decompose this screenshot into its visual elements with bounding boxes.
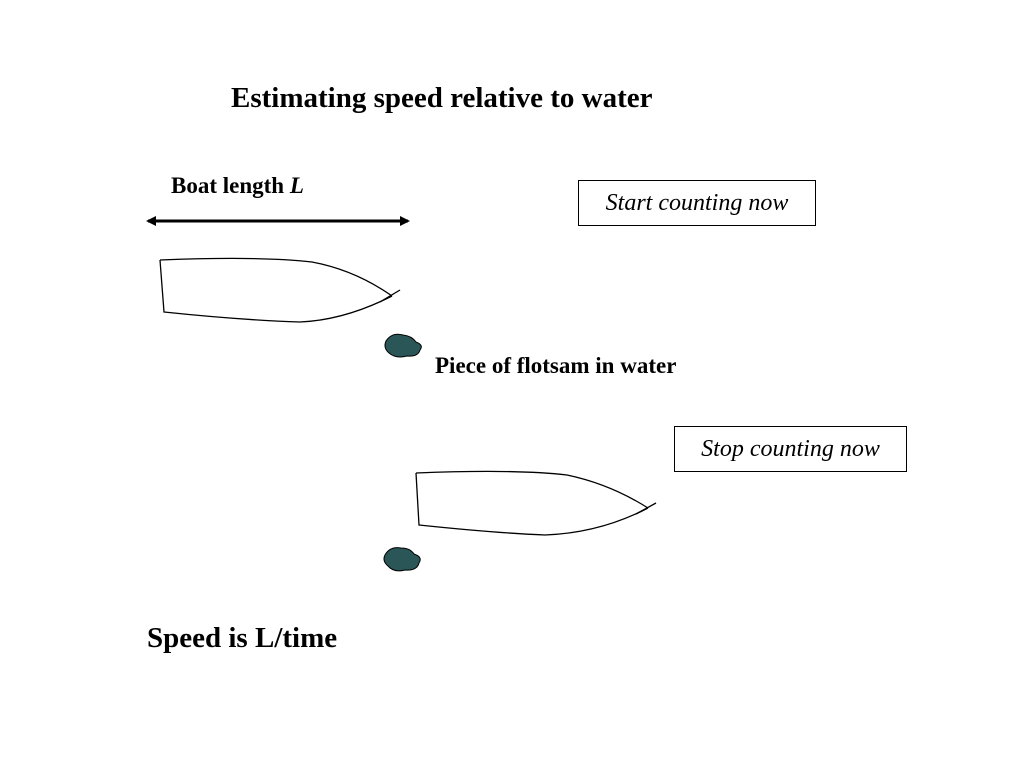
speed-formula: Speed is L/time xyxy=(147,622,338,654)
flotsam-stop xyxy=(383,547,421,572)
boat-length-text: Boat length xyxy=(171,173,290,198)
boat-length-label: Boat length L xyxy=(171,173,304,199)
flotsam-start xyxy=(384,333,422,358)
flotsam-label: Piece of flotsam in water xyxy=(435,353,677,378)
boat-length-variable: L xyxy=(289,173,304,198)
start-counting-callout: Start counting now xyxy=(578,180,816,226)
boat-start-outline xyxy=(159,257,401,323)
diagram-title: Estimating speed relative to water xyxy=(231,82,653,114)
boat-stop-outline xyxy=(415,470,657,536)
stop-counting-callout: Stop counting now xyxy=(674,426,907,472)
